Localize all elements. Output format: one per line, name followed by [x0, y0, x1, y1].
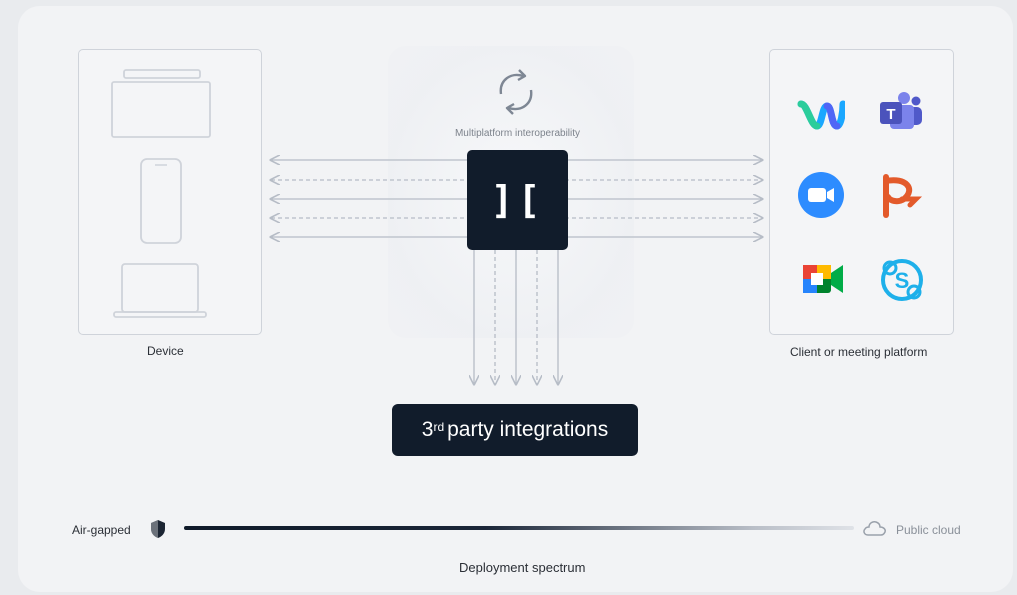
deployment-spectrum-caption: Deployment spectrum: [459, 560, 586, 575]
device-illustrations: [111, 69, 211, 318]
interop-label: Multiplatform interoperability: [454, 128, 581, 139]
google-meet-icon: [803, 265, 843, 293]
public-cloud-label: Public cloud: [896, 523, 961, 537]
integrations-ordinal: rd: [433, 420, 445, 434]
teams-icon: T: [880, 92, 922, 129]
sync-icon: [499, 69, 533, 115]
ringcentral-icon: [883, 174, 923, 218]
device-label: Device: [147, 344, 184, 358]
integrations-number: 3: [421, 418, 434, 441]
hub-logo: ][: [467, 150, 568, 250]
platform-label: Client or meeting platform: [790, 345, 928, 359]
skype-icon: S: [881, 259, 923, 301]
integrations-text: party integrations: [447, 418, 609, 441]
webex-icon: [797, 100, 845, 130]
device-panel: [78, 49, 262, 335]
air-gapped-label: Air-gapped: [72, 523, 131, 537]
shield-icon: [151, 520, 165, 538]
deployment-spectrum-bar: [184, 526, 854, 530]
phone-icon: [140, 158, 182, 244]
svg-text:S: S: [895, 268, 910, 293]
zoom-icon: [798, 172, 844, 218]
room-display-icon: [123, 69, 201, 79]
cloud-icon: [863, 521, 886, 536]
svg-text:T: T: [886, 106, 895, 123]
